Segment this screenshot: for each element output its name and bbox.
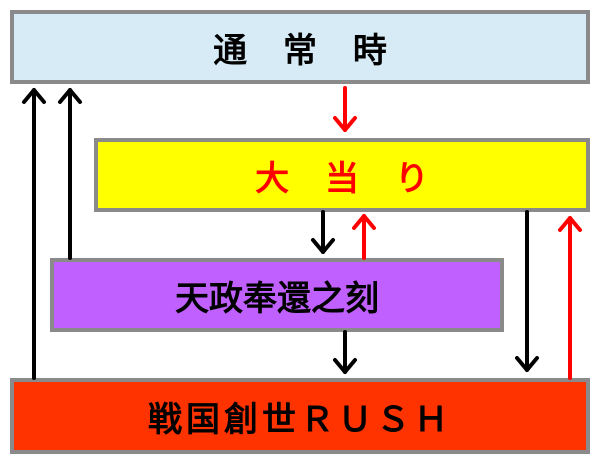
arrow-tensei-to-rush <box>333 330 357 374</box>
state-jackpot: 大 当 り <box>94 138 590 212</box>
state-jackpot-label: 大 当 り <box>255 158 441 199</box>
state-rush: 戦国創世ＲＵＳＨ <box>10 378 590 454</box>
arrow-jackpot-to-tensei <box>311 210 335 254</box>
state-tensei: 天政奉還之刻 <box>50 258 504 332</box>
state-normal-label: 通 常 時 <box>213 30 399 71</box>
state-rush-label: 戦国創世ＲＵＳＨ <box>148 399 452 440</box>
arrow-tensei-to-normal <box>58 88 82 260</box>
arrow-tensei-to-jackpot <box>352 214 376 260</box>
arrow-rush-to-normal <box>22 88 46 380</box>
arrow-rush-to-jackpot <box>558 216 582 380</box>
arrow-jackpot-to-rush <box>515 210 539 372</box>
state-normal: 通 常 時 <box>10 10 590 84</box>
arrow-normal-to-jackpot <box>333 86 357 132</box>
state-tensei-label: 天政奉還之刻 <box>175 278 379 319</box>
